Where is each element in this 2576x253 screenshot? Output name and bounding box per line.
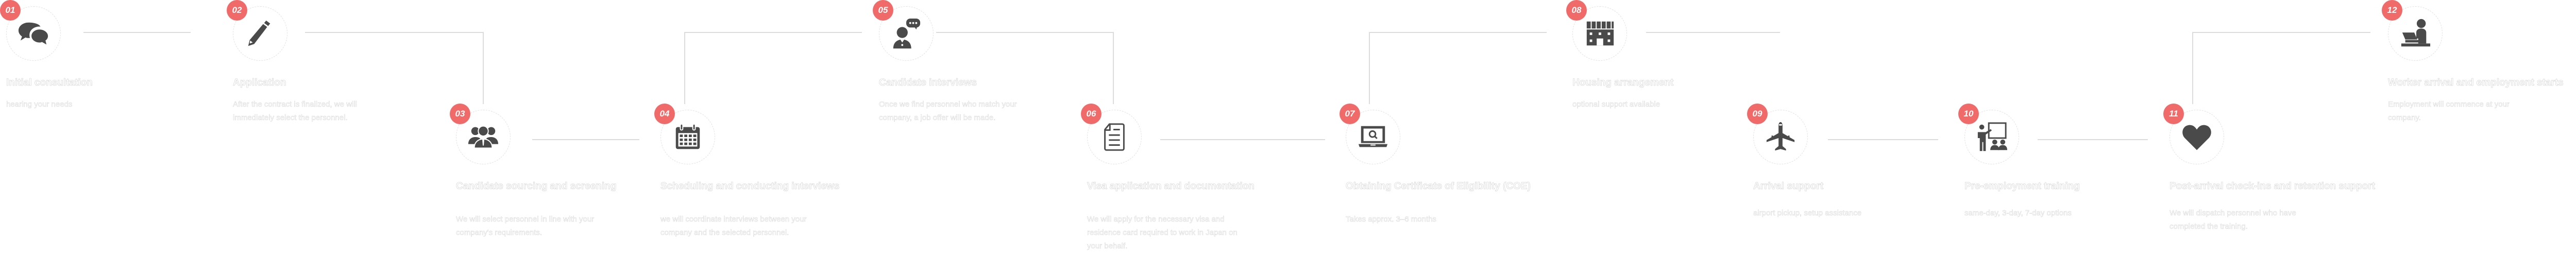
step-description: we will coordinate interviews between yo… bbox=[660, 215, 807, 238]
person-speech-icon bbox=[879, 6, 934, 61]
step-description: Once we find personnel who match your co… bbox=[879, 100, 1017, 123]
step-title: Obtaining Certificate of Eligibility (CO… bbox=[1346, 181, 1531, 192]
step-number-badge: 03 bbox=[450, 104, 470, 124]
step-title: Arrival support bbox=[1753, 181, 1824, 192]
step-description: We will select personnel in line with yo… bbox=[456, 215, 595, 238]
step-08: 08 Housing arrangement optional support … bbox=[1566, 0, 1772, 109]
step-number-badge: 07 bbox=[1340, 104, 1360, 124]
step-description: Takes approx. 3–6 months bbox=[1346, 215, 1436, 224]
airplane-icon bbox=[1753, 110, 1808, 164]
step-number-badge: 04 bbox=[654, 104, 675, 124]
connector-04-05-horizontal bbox=[684, 32, 862, 33]
connector-01-02 bbox=[83, 32, 191, 33]
connector-04-05-vertical bbox=[684, 32, 685, 104]
step-title: Post-arrival check-ins and retention sup… bbox=[2170, 181, 2376, 192]
connector-02-03-vertical bbox=[483, 32, 484, 104]
step-10: 10 Pre-employment training same-day, 3-d… bbox=[1958, 104, 2164, 242]
step-description: same-day, 3-day, 7-day options bbox=[1964, 209, 2072, 218]
step-description: After the contract is finalized, we will… bbox=[233, 100, 357, 123]
step-description: Employment will commence at your company… bbox=[2388, 100, 2510, 123]
step-title: Pre-employment training bbox=[1964, 181, 2080, 192]
connector-10-11 bbox=[2038, 139, 2148, 140]
step-description: We will dispatch personnel who have comp… bbox=[2170, 209, 2296, 231]
connector-09-10 bbox=[1828, 139, 1938, 140]
step-number-badge: 09 bbox=[1747, 104, 1768, 124]
step-title: Initial consultation bbox=[6, 77, 93, 89]
step-12: 12 Worker arrival and employment starts … bbox=[2382, 0, 2576, 122]
connector-03-04 bbox=[532, 139, 639, 140]
connector-06-07 bbox=[1160, 139, 1325, 140]
step-number-badge: 12 bbox=[2382, 0, 2402, 21]
step-description: hearing your needs bbox=[6, 100, 73, 109]
step-title: Scheduling and conducting interviews bbox=[660, 181, 840, 192]
step-title: Candidate sourcing and screening bbox=[456, 181, 617, 192]
step-03: 03 Candidate sourcing and screening We w… bbox=[450, 104, 656, 242]
step-description: airport pickup, setup assistance bbox=[1753, 209, 1862, 218]
step-number-badge: 01 bbox=[0, 0, 21, 21]
step-title: Candidate interviews bbox=[879, 77, 977, 89]
connector-11-12-vertical bbox=[2192, 32, 2193, 104]
step-description: optional support available bbox=[1572, 100, 1660, 109]
step-title: Housing arrangement bbox=[1572, 77, 1674, 89]
step-01: 01 Initial consultation hearing your nee… bbox=[0, 0, 206, 109]
connector-08-09-horizontal bbox=[1646, 32, 1780, 33]
step-title: Application bbox=[233, 77, 286, 89]
connector-11-12-horizontal bbox=[2192, 32, 2370, 33]
step-number-badge: 11 bbox=[2163, 104, 2184, 124]
connector-07-08-vertical bbox=[1369, 32, 1370, 104]
step-number-badge: 02 bbox=[227, 0, 247, 21]
group-people-icon bbox=[456, 110, 511, 164]
step-02: 02 Application After the contract is fin… bbox=[227, 0, 433, 122]
connector-02-03-horizontal bbox=[305, 32, 483, 33]
chat-bubbles-icon bbox=[6, 6, 61, 61]
connector-07-08-horizontal bbox=[1369, 32, 1547, 33]
step-06: 06 Visa application and documentation We… bbox=[1081, 104, 1287, 250]
step-description: We will apply for the necessary visa and… bbox=[1087, 215, 1238, 251]
connector-05-06-vertical bbox=[1113, 32, 1114, 104]
step-11: 11 Post-arrival check-ins and retention … bbox=[2163, 104, 2375, 242]
step-04: 04 Scheduling and conducting interviews … bbox=[654, 104, 860, 242]
step-number-badge: 05 bbox=[873, 0, 893, 21]
calendar-icon bbox=[660, 110, 715, 164]
step-05: 05 Candidate interviews Once we find per… bbox=[873, 0, 1079, 122]
step-title: Worker arrival and employment starts bbox=[2388, 77, 2564, 89]
step-number-badge: 08 bbox=[1566, 0, 1587, 21]
step-09: 09 Arrival support airport pickup, setup… bbox=[1747, 104, 1953, 242]
step-number-badge: 10 bbox=[1958, 104, 1979, 124]
step-title: Visa application and documentation bbox=[1087, 181, 1255, 192]
step-07: 07 Obtaining Certificate of Eligibility … bbox=[1340, 104, 1546, 242]
step-number-badge: 06 bbox=[1081, 104, 1101, 124]
connector-05-06-horizontal bbox=[936, 32, 1113, 33]
